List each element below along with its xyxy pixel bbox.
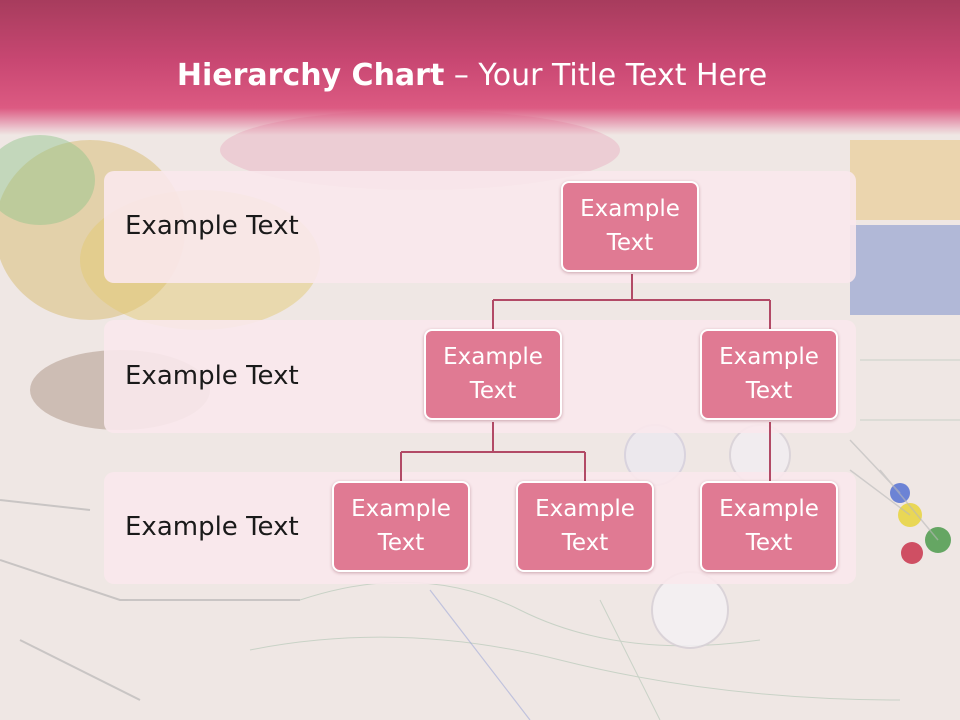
org-node-leaf-right-label: Example Text (719, 496, 819, 556)
title-separator: – (444, 58, 479, 93)
org-node-leaf-center[interactable]: Example Text (516, 481, 654, 572)
org-node-mid-right-label: Example Text (719, 344, 819, 404)
org-node-mid-left[interactable]: Example Text (424, 329, 562, 420)
title-bold: Hierarchy Chart (176, 58, 445, 93)
level-label-2: Example Text (125, 361, 299, 391)
level-label-1: Example Text (125, 211, 299, 241)
level-band-1 (104, 171, 856, 283)
org-node-leaf-right[interactable]: Example Text (700, 481, 838, 572)
org-node-root-label: Example Text (580, 196, 680, 256)
org-node-mid-left-label: Example Text (443, 344, 543, 404)
org-node-mid-right[interactable]: Example Text (700, 329, 838, 420)
org-node-root[interactable]: Example Text (561, 181, 699, 272)
title-bar (0, 0, 960, 135)
slide-title: Hierarchy Chart – Your Title Text Here (0, 58, 944, 93)
title-rest: Your Title Text Here (478, 58, 768, 93)
org-node-leaf-left[interactable]: Example Text (332, 481, 470, 572)
org-node-leaf-left-label: Example Text (351, 496, 451, 556)
org-node-leaf-center-label: Example Text (535, 496, 635, 556)
level-label-3: Example Text (125, 512, 299, 542)
